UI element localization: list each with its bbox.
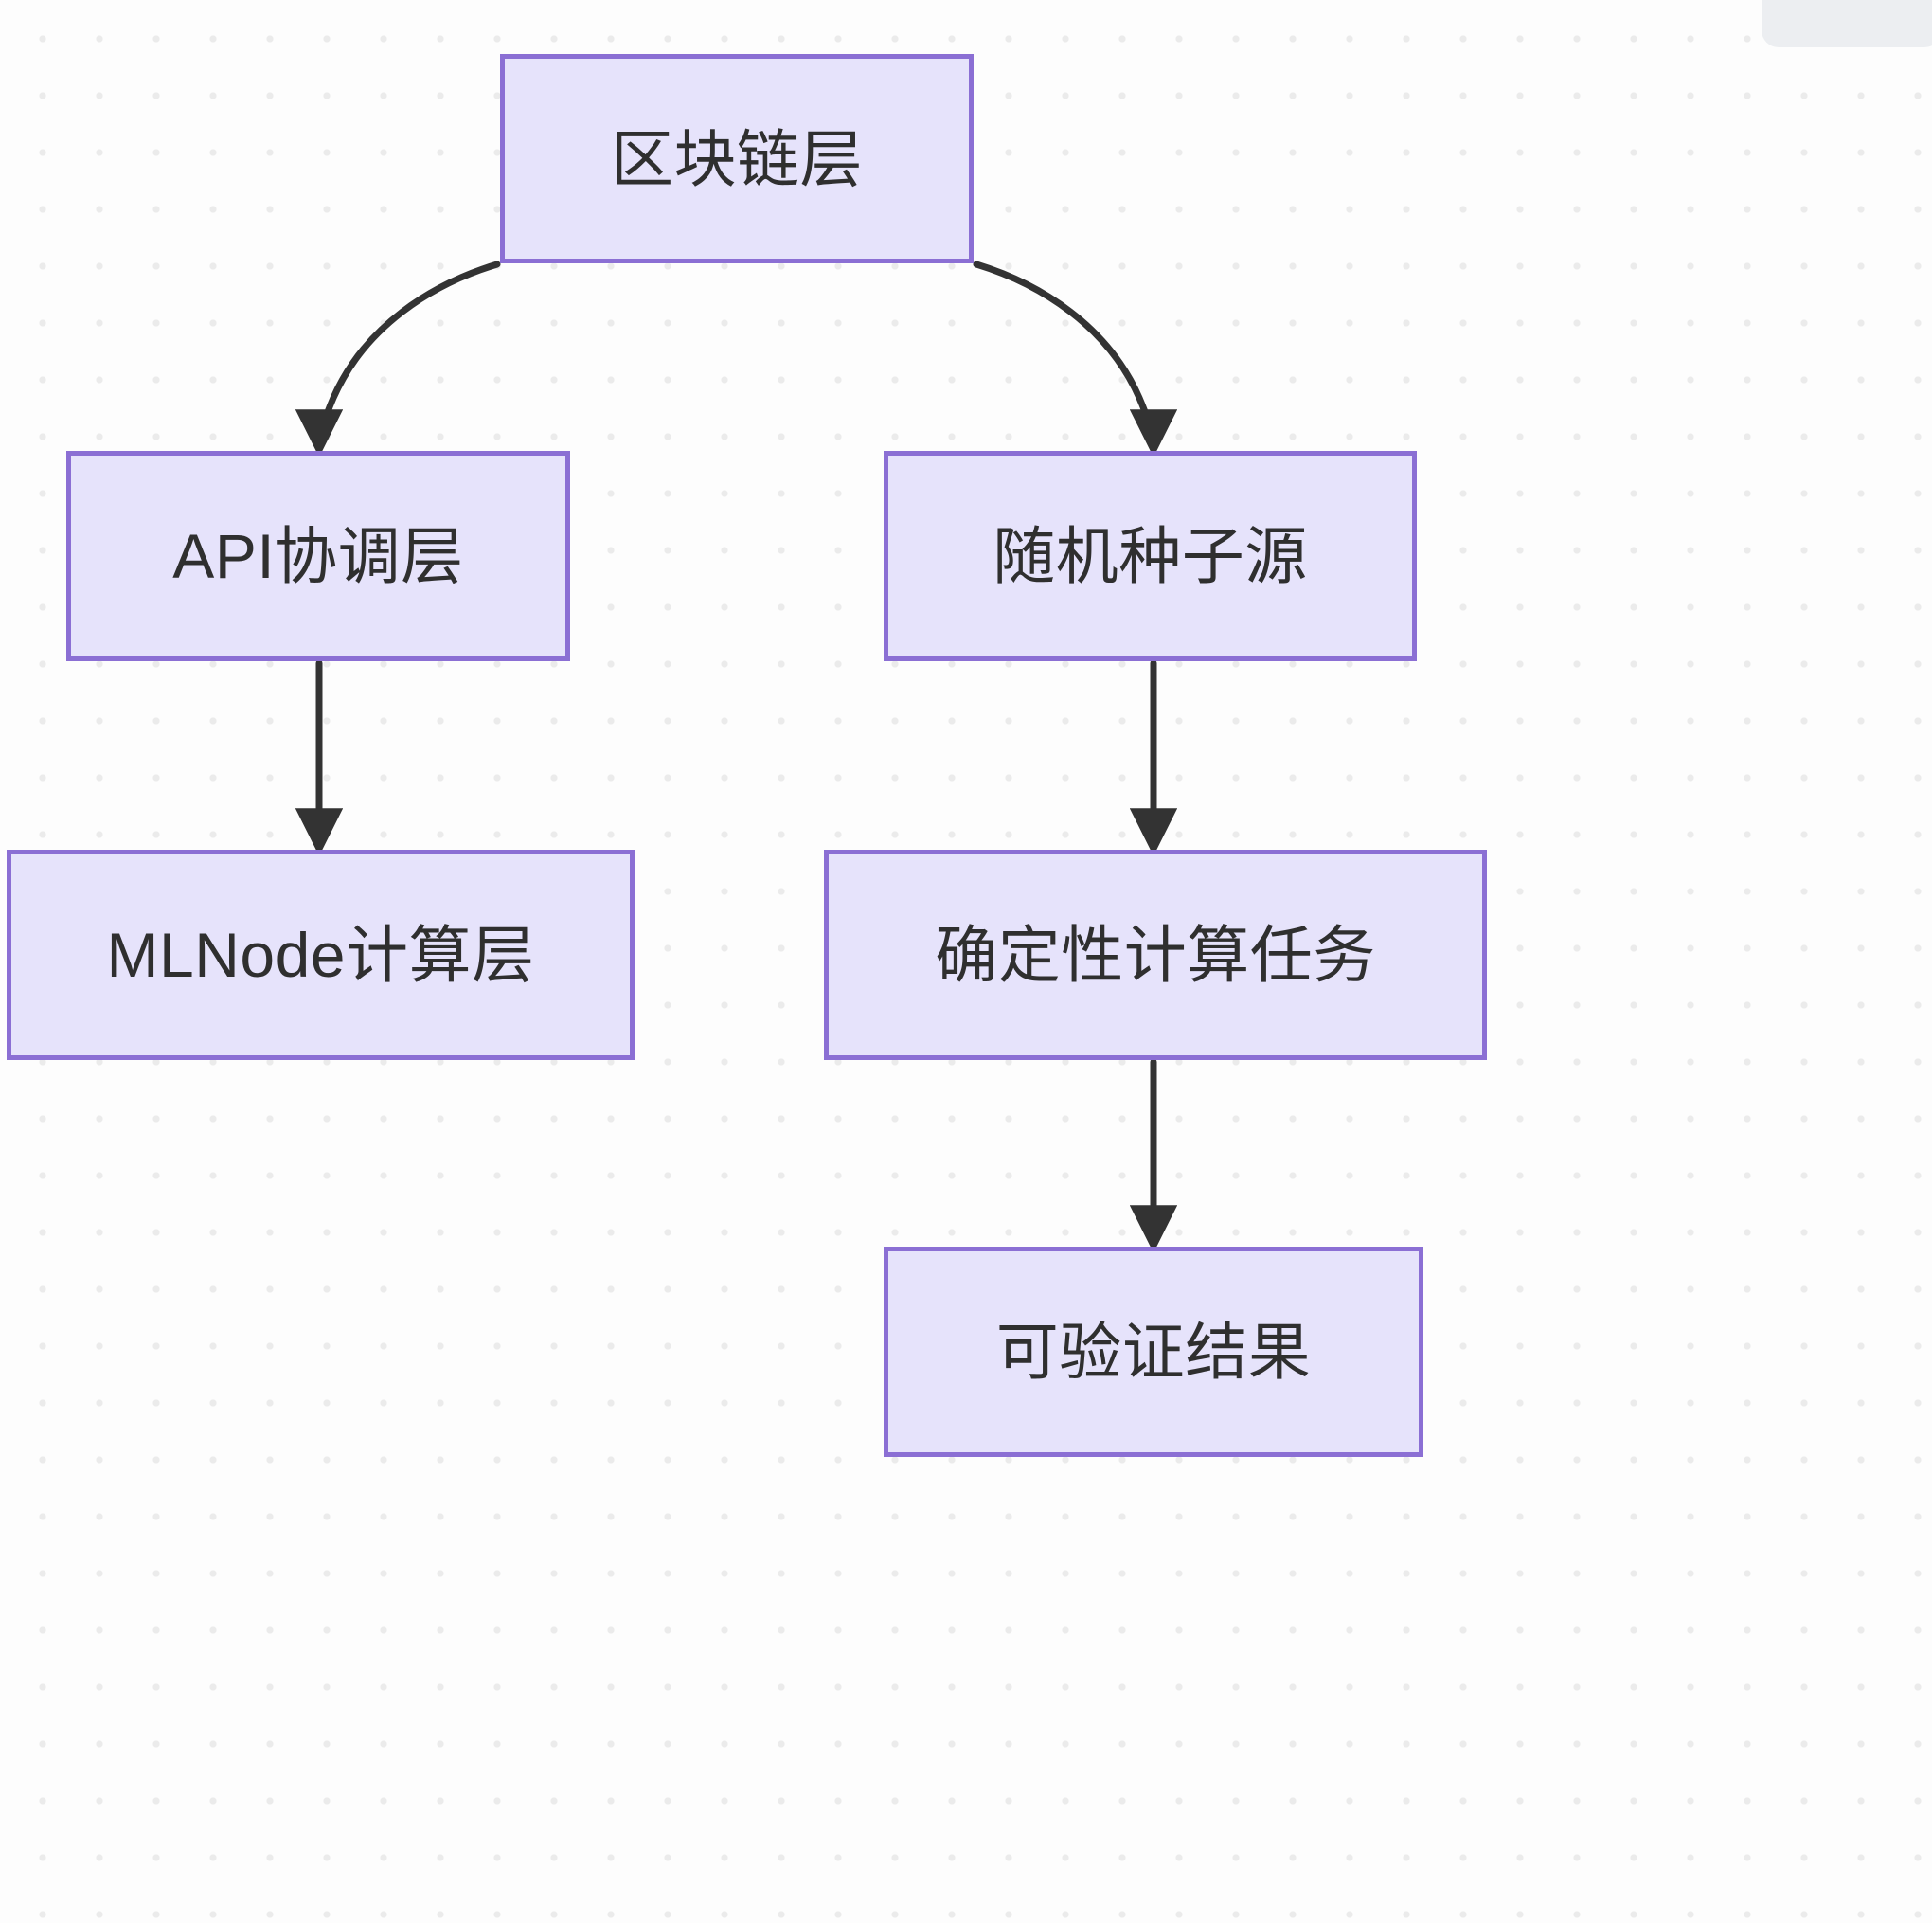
node-result-label: 可验证结果 bbox=[995, 1317, 1312, 1387]
node-result[interactable]: 可验证结果 bbox=[884, 1247, 1423, 1457]
node-mlnode[interactable]: MLNode计算层 bbox=[7, 850, 635, 1060]
corner-panel bbox=[1762, 0, 1932, 47]
node-task[interactable]: 确定性计算任务 bbox=[824, 850, 1487, 1060]
edge-blockchain-to-api-visible bbox=[295, 261, 501, 458]
node-api-label: API协调层 bbox=[172, 521, 464, 591]
node-mlnode-label: MLNode计算层 bbox=[106, 920, 535, 990]
edge-blockchain-to-seed bbox=[973, 261, 1178, 458]
node-task-label: 确定性计算任务 bbox=[935, 920, 1376, 990]
node-api[interactable]: API协调层 bbox=[66, 451, 570, 661]
node-seed[interactable]: 随机种子源 bbox=[884, 451, 1417, 661]
node-blockchain-label: 区块链层 bbox=[611, 123, 863, 194]
node-seed-label: 随机种子源 bbox=[993, 521, 1308, 591]
node-blockchain[interactable]: 区块链层 bbox=[500, 54, 974, 263]
